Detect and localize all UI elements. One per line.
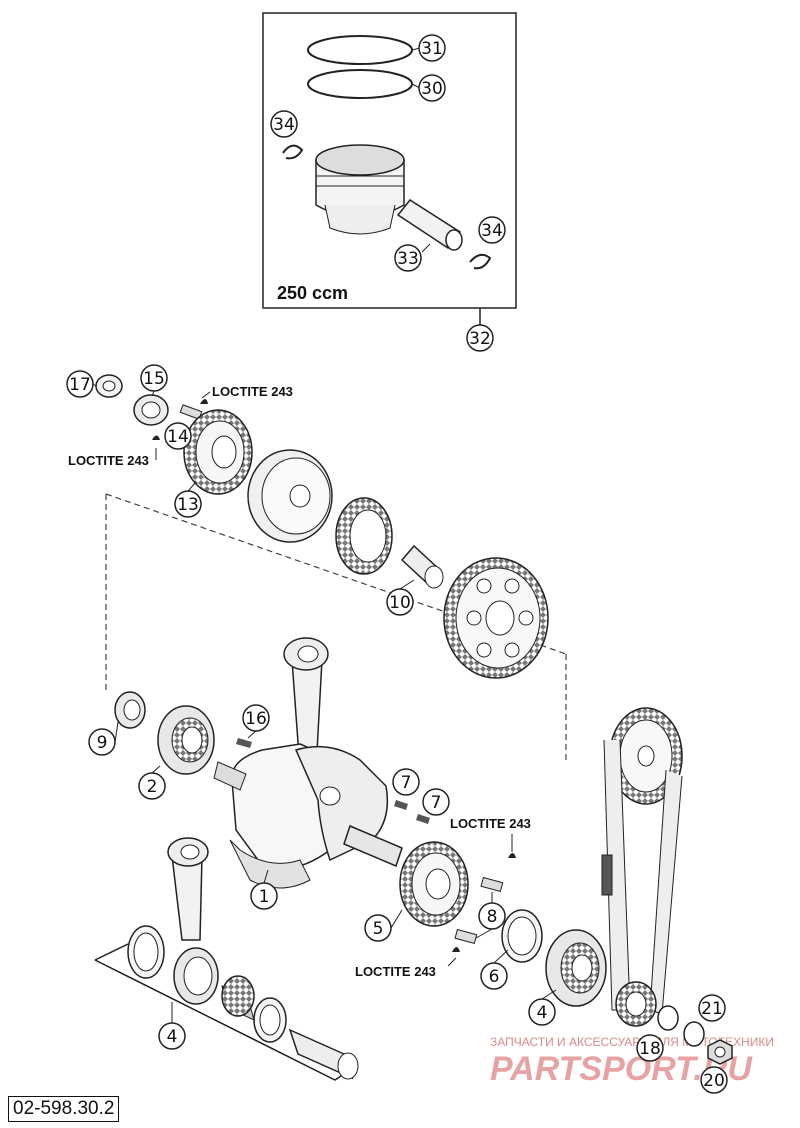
callout-14: 14 bbox=[164, 422, 192, 450]
callout-32: 31 bbox=[418, 34, 446, 62]
svg-text:1: 1 bbox=[259, 887, 270, 907]
callout-2: 4 bbox=[158, 1022, 186, 1050]
oil-seal-17 bbox=[95, 374, 123, 398]
callout-34b: 34 bbox=[478, 216, 506, 244]
callout-21: 21 bbox=[698, 994, 726, 1022]
conrod-kit-2 bbox=[94, 837, 359, 1081]
svg-text:5: 5 bbox=[373, 919, 384, 939]
svg-text:7: 7 bbox=[401, 773, 412, 793]
woodruff-key-7b bbox=[416, 814, 430, 824]
freewheel bbox=[335, 497, 393, 575]
loctite-notes: LOCTITE 243 LOCTITE 243 LOCTITE 243 LOCT… bbox=[68, 384, 531, 979]
timing-chain bbox=[601, 707, 683, 1027]
piston-ring-32 bbox=[307, 35, 413, 65]
loctite-note-3: LOCTITE 243 bbox=[450, 816, 531, 831]
svg-text:34: 34 bbox=[481, 221, 503, 241]
primary-gear-5 bbox=[399, 841, 469, 927]
washer-18 bbox=[657, 1005, 679, 1031]
woodruff-key-16 bbox=[236, 738, 252, 748]
callout-13: 13 bbox=[174, 490, 202, 518]
woodruff-key-7a bbox=[394, 800, 408, 810]
circlip-left bbox=[282, 144, 304, 160]
bearing-15 bbox=[133, 394, 169, 426]
svg-text:17: 17 bbox=[69, 375, 91, 395]
piston-ring-31 bbox=[307, 69, 413, 99]
callouts: 31 30 34 34 33 32 17 15 14 13 10 16 9 2 … bbox=[66, 34, 728, 1094]
callout-leaders bbox=[92, 383, 557, 1023]
piston bbox=[315, 144, 405, 235]
watermark: ЗАПЧАСТИ И АКСЕССУАРЫ ДЛЯ МОТОТЕХНИКИ PA… bbox=[490, 1035, 774, 1088]
svg-text:34: 34 bbox=[273, 115, 295, 135]
piston-box-title: 250 ccm bbox=[277, 283, 348, 303]
crankshaft-assembly bbox=[213, 637, 403, 889]
callout-5: 5 bbox=[364, 914, 392, 942]
svg-text:13: 13 bbox=[177, 495, 199, 515]
callout-8: 8 bbox=[478, 902, 506, 930]
svg-text:10: 10 bbox=[389, 593, 411, 613]
callout-1: 1 bbox=[250, 882, 278, 910]
svg-text:4: 4 bbox=[537, 1003, 548, 1023]
flywheel bbox=[247, 449, 333, 543]
svg-text:4: 4 bbox=[167, 1027, 178, 1047]
callout-9: 9 bbox=[88, 728, 116, 756]
loctite-note-2: LOCTITE 243 bbox=[68, 453, 149, 468]
svg-text:14: 14 bbox=[167, 427, 189, 447]
callout-30: 32 bbox=[466, 324, 494, 352]
nut-20 bbox=[707, 1039, 733, 1065]
shim-6 bbox=[501, 909, 543, 963]
svg-text:33: 33 bbox=[397, 249, 419, 269]
callout-34a: 34 bbox=[270, 110, 298, 138]
screw-14 bbox=[152, 399, 208, 440]
gear-13 bbox=[183, 409, 253, 495]
svg-text:16: 16 bbox=[245, 709, 267, 729]
callout-17: 17 bbox=[66, 370, 94, 398]
callout-7b: 7 bbox=[422, 788, 450, 816]
svg-text:21: 21 bbox=[701, 999, 723, 1019]
needle-bearing-10 bbox=[400, 544, 444, 589]
callout-4b: 4 bbox=[528, 998, 556, 1026]
screws-8 bbox=[452, 853, 516, 952]
svg-text:18: 18 bbox=[639, 1039, 661, 1059]
callout-16: 16 bbox=[242, 704, 270, 732]
callout-18: 18 bbox=[636, 1034, 664, 1062]
piston-kit-box: 250 ccm bbox=[262, 12, 517, 309]
circlip-right bbox=[469, 253, 492, 270]
diagram-reference-code: 02-598.30.2 bbox=[8, 1096, 120, 1122]
callout-4a: 2 bbox=[138, 772, 166, 800]
callout-7a: 7 bbox=[392, 768, 420, 796]
svg-text:32: 32 bbox=[469, 329, 491, 349]
callout-33: 33 bbox=[394, 244, 422, 272]
callout-15: 15 bbox=[140, 364, 168, 392]
callout-20: 20 bbox=[700, 1066, 728, 1094]
loctite-note-1: LOCTITE 243 bbox=[212, 384, 293, 399]
oil-seal-9 bbox=[114, 691, 146, 729]
svg-text:9: 9 bbox=[97, 733, 108, 753]
main-bearing-right bbox=[545, 929, 607, 1007]
svg-text:31: 31 bbox=[421, 39, 443, 59]
svg-text:7: 7 bbox=[431, 793, 442, 813]
svg-text:6: 6 bbox=[489, 967, 500, 987]
washer-21 bbox=[683, 1021, 705, 1047]
piston-pin bbox=[396, 199, 463, 251]
svg-text:15: 15 bbox=[143, 369, 165, 389]
starter-gear bbox=[443, 557, 549, 679]
svg-text:8: 8 bbox=[487, 907, 498, 927]
svg-text:2: 2 bbox=[147, 777, 158, 797]
svg-text:20: 20 bbox=[703, 1071, 725, 1091]
callout-31: 30 bbox=[418, 74, 446, 102]
main-bearing-left bbox=[157, 705, 215, 775]
callout-10: 10 bbox=[386, 588, 414, 616]
callout-6: 6 bbox=[480, 962, 508, 990]
loctite-note-4: LOCTITE 243 bbox=[355, 964, 436, 979]
svg-text:30: 30 bbox=[421, 79, 443, 99]
